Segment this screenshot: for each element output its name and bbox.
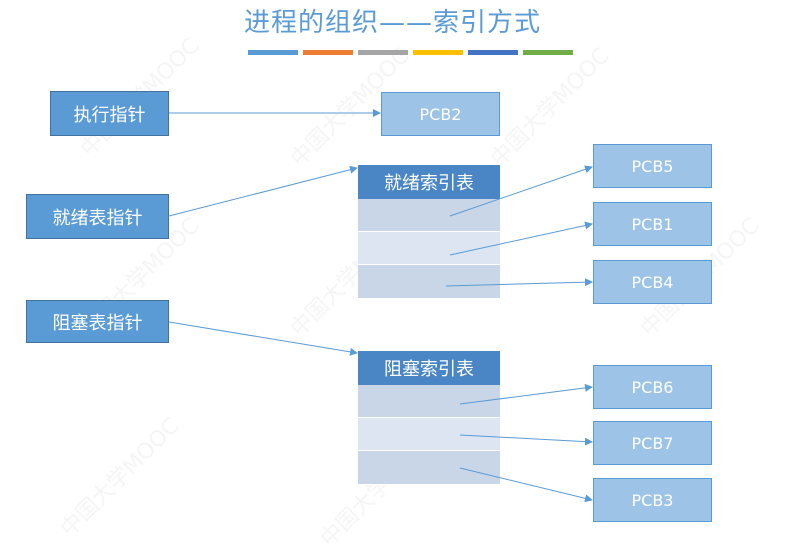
page-title: 进程的组织——索引方式 — [243, 8, 541, 38]
title-bar-2 — [303, 50, 353, 55]
blocked-pcb-1: PCB6 — [593, 365, 712, 409]
arrow-blocked-row-3 — [459, 467, 593, 503]
ready-pcb-2: PCB1 — [593, 202, 712, 246]
blocked-pcb-3: PCB3 — [593, 478, 712, 522]
ready-table-header: 就绪索引表 — [358, 165, 500, 199]
arrow-blocked-row-1 — [459, 383, 593, 405]
blocked-pointer: 阻塞表指针 — [26, 300, 169, 343]
arrow-ready-row-1 — [449, 165, 593, 217]
arrow-ready-row-2 — [449, 221, 593, 256]
ready-pcb-1: PCB5 — [593, 144, 712, 188]
title-bar-1 — [248, 50, 298, 55]
pcb-running: PCB2 — [381, 92, 500, 136]
title-bar-4 — [413, 50, 463, 55]
arrow-blocked-row-2 — [459, 434, 593, 446]
arrow-ready-row-3 — [445, 278, 593, 287]
ready-pcb-3: PCB4 — [593, 260, 712, 304]
exec-pointer: 执行指针 — [50, 91, 169, 136]
arrow-ready-pointer — [168, 165, 358, 217]
title-bar-3 — [358, 50, 408, 55]
title-bar-6 — [523, 50, 573, 55]
title-bar-5 — [468, 50, 518, 55]
blocked-table-row — [358, 451, 500, 485]
ready-pointer: 就绪表指针 — [26, 194, 169, 239]
blocked-table-header: 阻塞索引表 — [358, 351, 500, 385]
ready-table-row — [358, 199, 500, 232]
blocked-table-row — [358, 418, 500, 451]
ready-table-row — [358, 232, 500, 265]
blocked-pcb-2: PCB7 — [593, 421, 712, 465]
ready-table-row — [358, 265, 500, 299]
arrow-blocked-pointer — [168, 321, 358, 356]
